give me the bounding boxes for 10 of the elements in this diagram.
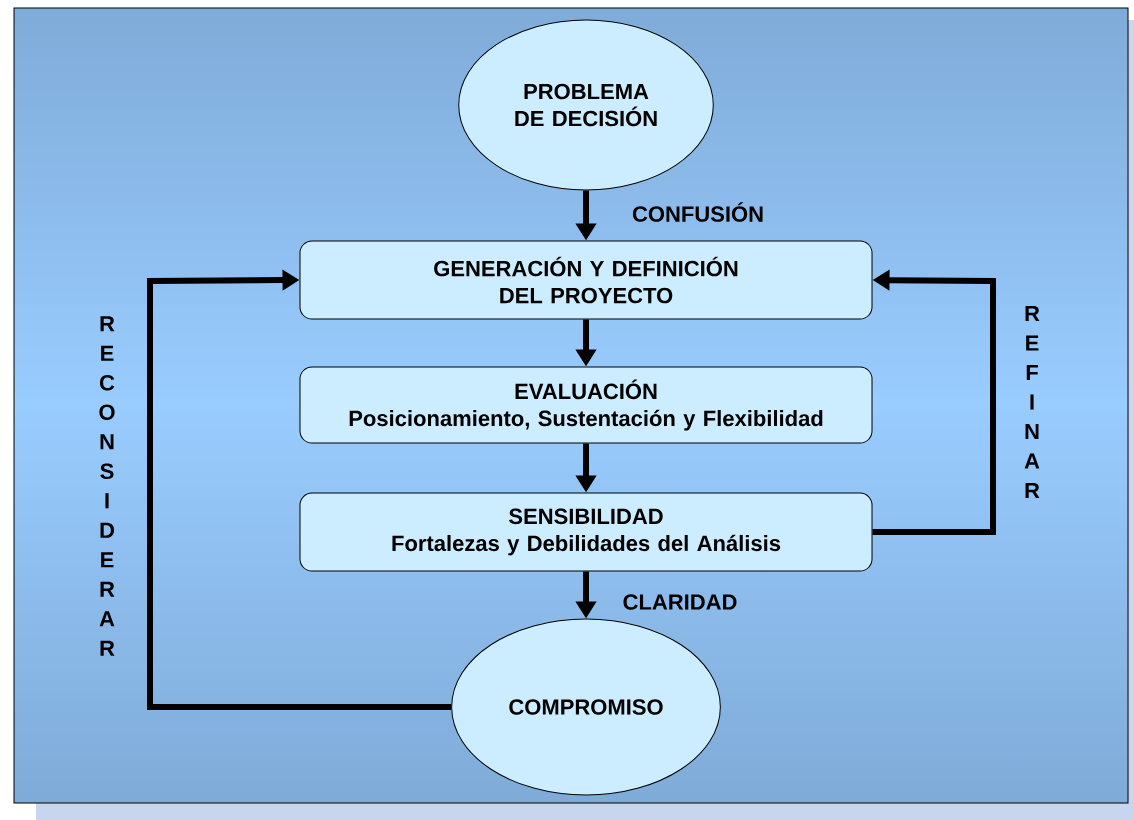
ellipse-node: PROBLEMA DE DECISIÓN <box>458 19 714 191</box>
edge-label: RECONSIDERAR <box>99 316 115 656</box>
process-box: SENSIBILIDAD Fortalezas y Debilidades del Análisis <box>299 492 873 572</box>
edge-label: CONFUSIÓN <box>632 202 763 222</box>
process-box: EVALUACIÓN Posicionamiento, Sustentación y Flexibilidad <box>299 366 873 444</box>
ellipse-node: COMPROMISO <box>451 618 721 796</box>
arrow <box>147 269 452 710</box>
edge-label: CLARIDAD <box>623 594 737 610</box>
edge-label: REFINAR <box>1024 305 1040 499</box>
process-box: GENERACIÓN Y DEFINICIÓN DEL PROYECTO <box>299 240 873 320</box>
